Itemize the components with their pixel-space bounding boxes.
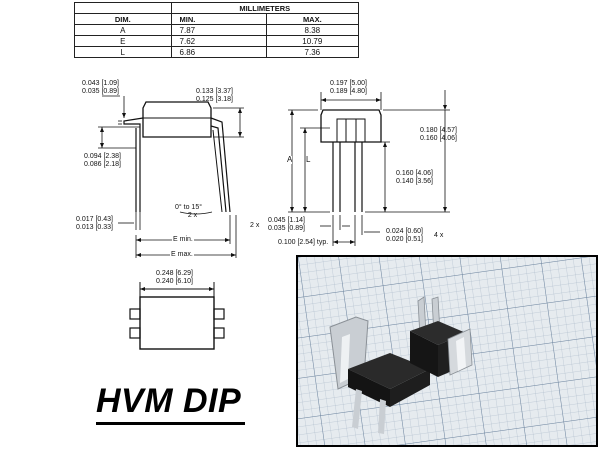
pin-pitch-label: 0.100 [2.54] typ. [278, 239, 329, 246]
component-right [410, 296, 473, 377]
table-group-header-row: MILLIMETERS [74, 2, 360, 14]
lead-tip-min: 0.020 [0.51] [386, 236, 423, 243]
overall-height-min: 0.160 [4.06] [420, 135, 457, 142]
lead-tip-count: 4 x [434, 232, 444, 239]
top-view-outline [129, 282, 225, 350]
lead-tip-max: 0.024 [0.60] [386, 228, 423, 235]
lead-tip-label: 0.024 [0.60] 0.020 [0.51] [386, 228, 423, 244]
table-cell-max: 7.36 [265, 46, 360, 58]
package-caption: HVM DIP [96, 382, 242, 420]
lead-length-label: 0.160 [4.06] 0.140 [3.56] [396, 170, 433, 186]
e-min-label: E min. [172, 236, 194, 244]
lead-angle-label: 0° to 15° 2 x [175, 204, 202, 220]
table-cell-min: 6.86 [170, 46, 267, 58]
pin-width-label: 0.045 [1.14] 0.035 [0.89] [268, 217, 305, 233]
caption-underline [96, 422, 245, 425]
lead-width-label: 0.017 [0.43] 0.013 [0.33] [76, 216, 113, 232]
lead-angle-range: 0° to 15° [175, 204, 203, 211]
lead-length-max: 0.160 [4.06] [396, 170, 433, 177]
table-cell-dim: L [74, 46, 172, 58]
table-row: A 7.87 8.38 [74, 24, 360, 36]
top-width-min: 0.240 [6.10] [156, 278, 193, 285]
body-width-label: 0.197 [5.00] 0.189 [4.80] [330, 80, 367, 96]
shoulder-height-label: 0.094 [2.38] 0.086 [2.18] [84, 153, 121, 169]
pin-width-max: 0.045 [1.14] [268, 217, 305, 224]
dim-l-label: L [306, 155, 311, 164]
arrowheads [100, 98, 447, 291]
overall-height-label: 0.180 [4.57] 0.160 [4.06] [420, 127, 457, 143]
component-left [329, 316, 430, 434]
body-width-max: 0.197 [5.00] [330, 80, 367, 87]
front-view-outline [320, 109, 382, 212]
shoulder-height-min: 0.086 [2.18] [84, 161, 121, 168]
lead-thickness-label: 0.043 [1.09] 0.035 [0.89] [82, 80, 119, 96]
table-row: L 6.86 7.36 [74, 46, 360, 58]
product-photo-illustration [298, 257, 596, 445]
side-view-outline [123, 101, 231, 213]
front-view-dimension-lines [288, 90, 450, 246]
product-photo [296, 255, 598, 447]
dimension-table: MILLIMETERS DIM. MIN. MAX. A 7.87 8.38 E… [74, 2, 360, 58]
pin-width-min: 0.035 [0.89] [268, 225, 305, 232]
lead-thickness-min: 0.035 [0.89] [82, 88, 119, 95]
top-width-label: 0.248 [6.29] 0.240 [6.10] [156, 270, 193, 286]
lead-length-min: 0.140 [3.56] [396, 178, 433, 185]
lead-width-min: 0.013 [0.33] [76, 224, 113, 231]
body-height-max: 0.133 [3.37] [196, 88, 233, 95]
body-height-min: 0.125 [3.18] [196, 96, 233, 103]
dim-a-label: A [287, 155, 293, 164]
lead-angle-count: 2 x [187, 212, 198, 219]
lead-thickness-max: 0.043 [1.09] [82, 80, 119, 87]
shoulder-height-max: 0.094 [2.38] [84, 153, 121, 160]
e-max-label: E max. [170, 251, 194, 259]
lead-width-max: 0.017 [0.43] [76, 216, 113, 223]
top-width-max: 0.248 [6.29] [156, 270, 193, 277]
body-height-label: 0.133 [3.37] 0.125 [3.18] [196, 88, 233, 104]
body-width-min: 0.189 [4.80] [330, 88, 367, 95]
overall-height-max: 0.180 [4.57] [420, 127, 457, 134]
pin-width-prefix: 2 x [250, 222, 260, 229]
